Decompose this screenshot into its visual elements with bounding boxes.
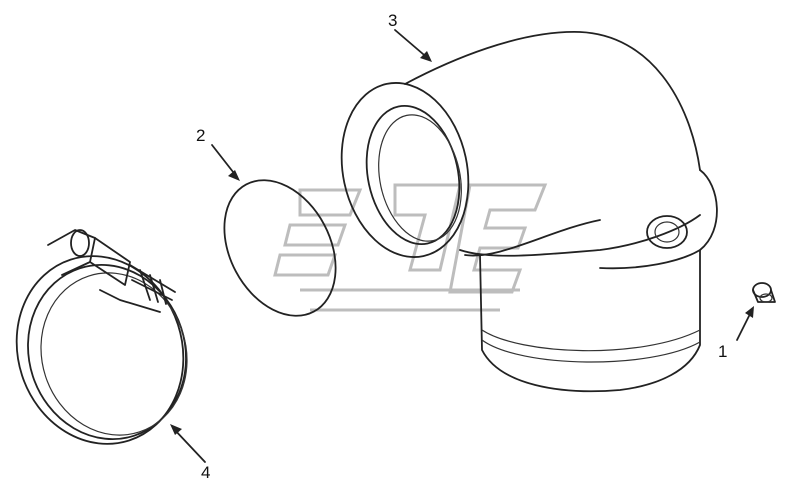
pipe-plug xyxy=(752,282,776,303)
gasket xyxy=(223,179,337,317)
leader-arrows xyxy=(170,29,754,463)
callout-part-3: 3 xyxy=(388,11,397,30)
callout-part-1: 1 xyxy=(718,342,727,361)
hose-clamp xyxy=(15,229,188,445)
callout-part-4: 4 xyxy=(201,463,210,482)
callout-part-2: 2 xyxy=(196,126,205,145)
watermark-logo xyxy=(273,183,548,312)
elbow xyxy=(340,31,718,393)
